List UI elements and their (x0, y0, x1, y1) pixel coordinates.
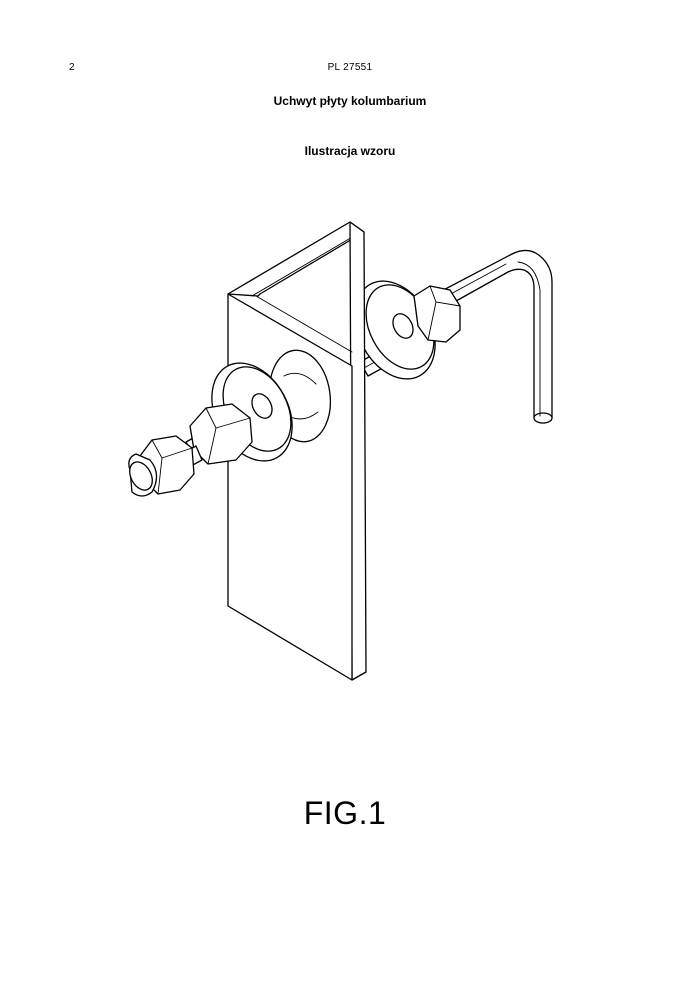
cap-nut (128, 435, 195, 497)
section-heading: Ilustracja wzoru (304, 144, 396, 158)
page-number: 2 (69, 62, 75, 73)
rear-nut (413, 285, 461, 343)
figure-label: FIG.1 (303, 795, 387, 831)
angle-bracket (227, 221, 367, 681)
j-hook-rod (431, 249, 553, 424)
document-title: Uchwyt płyty kolumbarium (273, 94, 427, 108)
document-number: PL 27551 (327, 62, 373, 73)
